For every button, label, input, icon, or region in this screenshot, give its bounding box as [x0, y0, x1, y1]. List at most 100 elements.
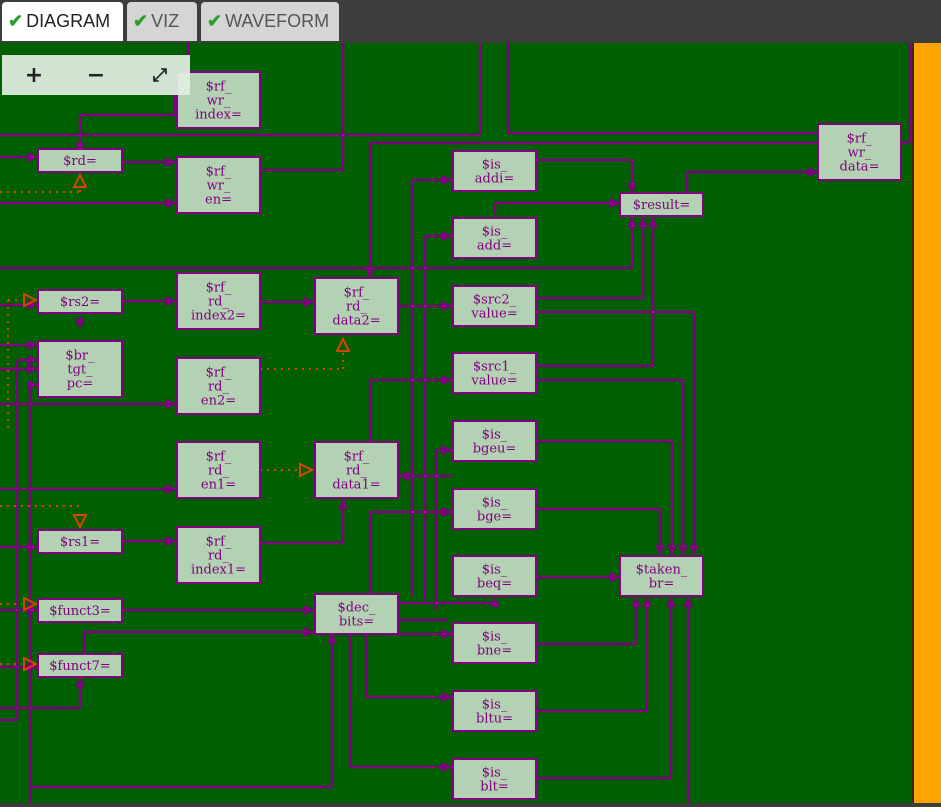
node-label: $is_addi=: [475, 158, 514, 187]
node-rf-rd-index2[interactable]: $rf_rd_index2=: [176, 272, 261, 330]
node-label: $rf_rd_index2=: [191, 281, 246, 324]
node-label: $src2_value=: [470, 293, 517, 322]
node-box: [176, 272, 261, 330]
diagram-canvas[interactable]: $rf_wr_index= $rd= $rf_wr_en= $is_addi= $rf_…: [0, 43, 941, 803]
node-label: $is_blt=: [480, 766, 509, 795]
wires: [0, 43, 912, 803]
node-label: $funct3=: [49, 604, 111, 619]
hint-wires: [0, 188, 344, 665]
node-rf-rd-en2[interactable]: $rf_rd_en2=: [176, 357, 261, 415]
node-label: $rf_rd_data2=: [332, 286, 380, 329]
node-box: [176, 71, 261, 129]
node-box: [37, 289, 123, 314]
node-box: [452, 150, 537, 192]
node-label: $rf_rd_en1=: [201, 450, 236, 493]
node-box: [452, 352, 537, 394]
node-dec-bits[interactable]: $dec_bits=: [314, 593, 399, 635]
node-is-blt[interactable]: $is_blt=: [452, 758, 537, 800]
node-box: [37, 653, 123, 678]
node-box: [314, 277, 399, 335]
node-is-bge[interactable]: $is_bge=: [452, 488, 537, 530]
nodes-layer: $rf_wr_index= $rd= $rf_wr_en= $is_addi= $rf_…: [37, 71, 902, 800]
node-rs2[interactable]: $rs2=: [37, 289, 123, 314]
node-label: $is_bge=: [477, 496, 512, 525]
node-rf-rd-data1[interactable]: $rf_rd_data1=: [314, 441, 399, 499]
node-box: [452, 217, 537, 259]
node-rf-wr-data[interactable]: $rf_wr_data=: [817, 123, 902, 181]
node-box: [314, 441, 399, 499]
accent-bar-edge: [912, 43, 914, 803]
zoom-controls: + − ⤢: [2, 55, 190, 95]
check-icon: ✔: [207, 11, 223, 31]
node-box: [452, 420, 537, 462]
tab-viz[interactable]: ✔VIZ: [127, 2, 197, 41]
check-icon: ✔: [8, 11, 24, 31]
node-box: [37, 340, 123, 398]
node-rf-rd-data2[interactable]: $rf_rd_data2=: [314, 277, 399, 335]
node-label: $rf_rd_data1=: [332, 450, 380, 493]
node-box: [176, 156, 261, 214]
hint-marker: [23, 292, 39, 308]
node-funct3[interactable]: $funct3=: [37, 598, 123, 623]
tab-diagram[interactable]: ✔DIAGRAM: [2, 2, 123, 41]
node-is-add[interactable]: $is_add=: [452, 217, 537, 259]
node-is-beq[interactable]: $is_beq=: [452, 555, 537, 597]
node-label: $is_bgeu=: [473, 428, 517, 457]
node-label: $rd=: [63, 154, 97, 169]
node-br-tgt-pc[interactable]: $br_tgt_pc=: [37, 340, 123, 398]
node-label: $funct7=: [49, 659, 111, 674]
node-box: [452, 488, 537, 530]
node-box: [619, 192, 704, 217]
zoom-out-button[interactable]: −: [86, 62, 106, 88]
node-rf-rd-index1[interactable]: $rf_rd_index1=: [176, 526, 261, 584]
zoom-in-button[interactable]: +: [24, 62, 44, 88]
node-rf-wr-en[interactable]: $rf_wr_en=: [176, 156, 261, 214]
node-box: [452, 622, 537, 664]
node-box: [314, 593, 399, 635]
node-label: $rf_wr_data=: [840, 132, 880, 175]
node-rs1[interactable]: $rs1=: [37, 529, 123, 554]
tab-bar: ✔DIAGRAM ✔VIZ ✔WAVEFORM: [0, 0, 941, 43]
node-src2-value[interactable]: $src2_value=: [452, 285, 537, 327]
node-funct7[interactable]: $funct7=: [37, 653, 123, 678]
node-is-bltu[interactable]: $is_bltu=: [452, 690, 537, 732]
node-result[interactable]: $result=: [619, 192, 704, 217]
node-is-bgeu[interactable]: $is_bgeu=: [452, 420, 537, 462]
node-taken-br[interactable]: $taken_br=: [619, 555, 704, 597]
node-label: $rf_rd_en2=: [201, 366, 236, 409]
node-box: [176, 441, 261, 499]
node-box: [176, 526, 261, 584]
hint-marker: [335, 336, 351, 352]
node-src1-value[interactable]: $src1_value=: [452, 352, 537, 394]
hint-markers: [23, 172, 351, 672]
node-label: $rf_rd_index1=: [191, 535, 246, 578]
node-is-addi[interactable]: $is_addi=: [452, 150, 537, 192]
node-rf-wr-index[interactable]: $rf_wr_index=: [176, 71, 261, 129]
node-rf-rd-en1[interactable]: $rf_rd_en1=: [176, 441, 261, 499]
node-label: $dec_bits=: [337, 601, 376, 630]
fit-view-button[interactable]: ⤢: [152, 64, 168, 86]
node-box: [452, 285, 537, 327]
node-label: $is_bne=: [477, 630, 512, 659]
node-box: [817, 123, 902, 181]
node-label: $rs1=: [60, 535, 100, 550]
hint-marker: [299, 462, 315, 478]
tab-label: DIAGRAM: [26, 11, 111, 31]
hint-marker: [72, 514, 88, 530]
node-is-bne[interactable]: $is_bne=: [452, 622, 537, 664]
node-box: [37, 529, 123, 554]
check-icon: ✔: [133, 11, 149, 31]
diagram-svg: $rf_wr_index= $rd= $rf_wr_en= $is_addi= $rf_…: [0, 43, 941, 803]
node-label: $is_add=: [477, 225, 512, 254]
node-label: $rs2=: [60, 295, 100, 310]
node-label: $result=: [633, 198, 691, 213]
node-label: $taken_br=: [636, 563, 688, 592]
accent-bar: [914, 43, 941, 803]
node-label: $is_bltu=: [476, 698, 513, 727]
node-box: [37, 148, 123, 173]
node-label: $src1_value=: [470, 360, 517, 389]
node-box: [37, 598, 123, 623]
node-label: $rf_wr_en=: [205, 165, 232, 208]
node-rd[interactable]: $rd=: [37, 148, 123, 173]
tab-waveform[interactable]: ✔WAVEFORM: [201, 2, 339, 41]
